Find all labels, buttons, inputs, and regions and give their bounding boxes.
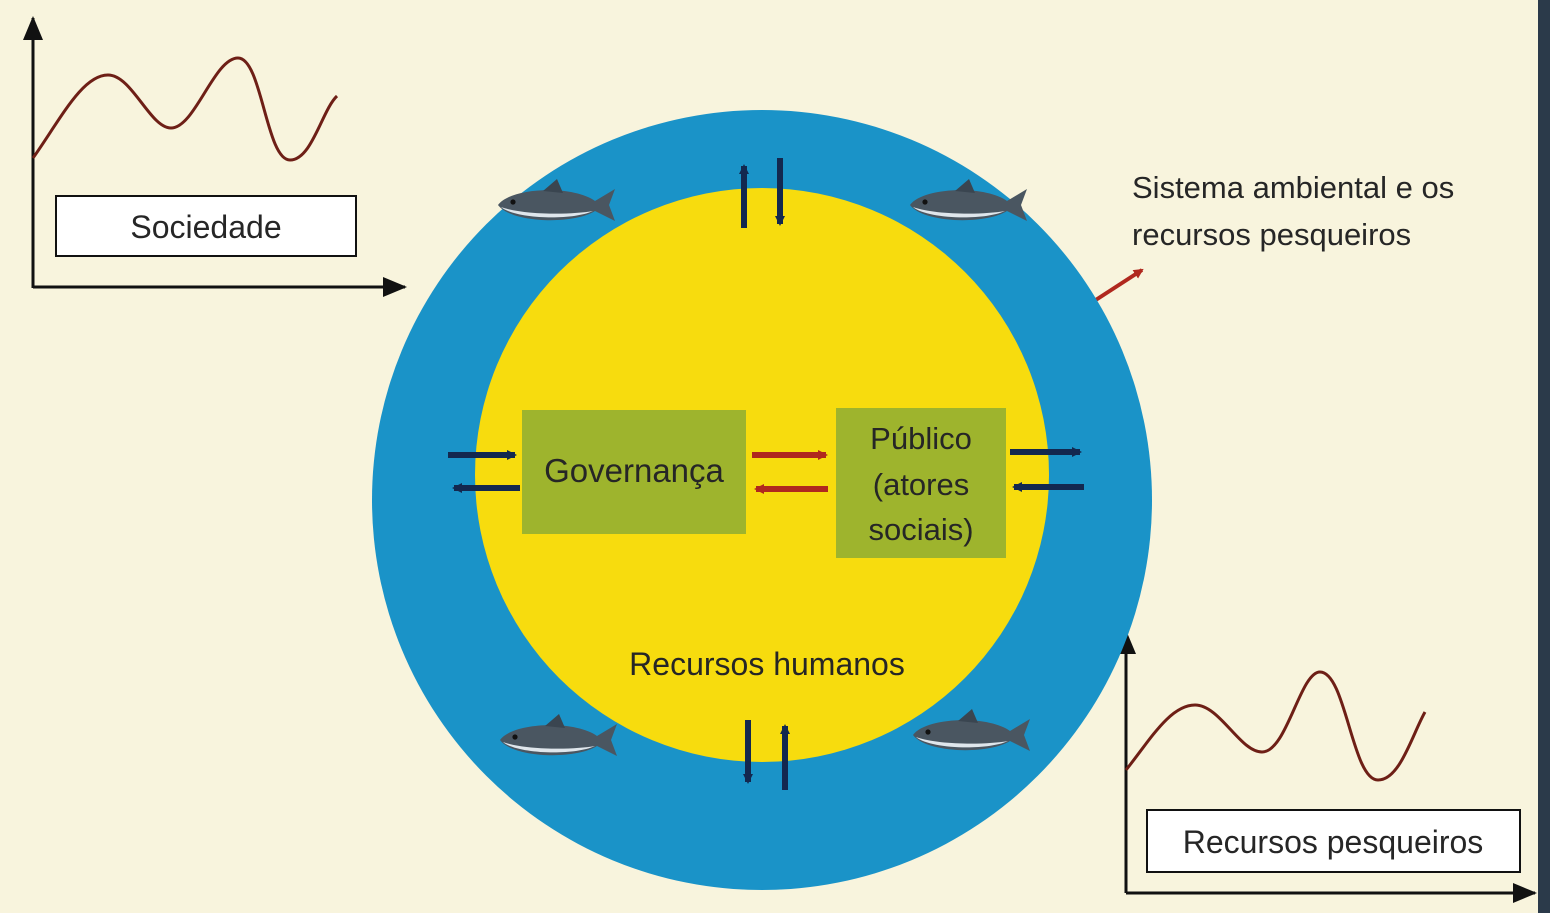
society-label-box bbox=[55, 195, 357, 257]
fishery-wave bbox=[1124, 670, 1427, 782]
governance-label: Governança bbox=[544, 452, 724, 489]
fishery-chart: Recursos pesqueiros bbox=[1116, 630, 1537, 903]
public-label-line1: Público bbox=[870, 421, 972, 456]
governance-box bbox=[522, 410, 746, 534]
society-wave bbox=[31, 56, 339, 162]
human-resources-label: Recursos humanos bbox=[629, 646, 905, 682]
fishery-label-box bbox=[1146, 809, 1521, 873]
public-label-line2: (atores bbox=[873, 467, 969, 502]
environment-pointer-arrow bbox=[1086, 268, 1144, 307]
public-label-line3: sociais) bbox=[868, 512, 973, 547]
human-resources-circle bbox=[475, 188, 1049, 762]
society-chart: Sociedade bbox=[23, 16, 407, 297]
public-box bbox=[836, 408, 1006, 558]
environment-label-line2: recursos pesqueiros bbox=[1132, 217, 1411, 252]
society-label: Sociedade bbox=[130, 209, 281, 245]
fishery-label: Recursos pesqueiros bbox=[1183, 824, 1484, 860]
environment-label-line1: Sistema ambiental e os bbox=[1132, 170, 1454, 205]
